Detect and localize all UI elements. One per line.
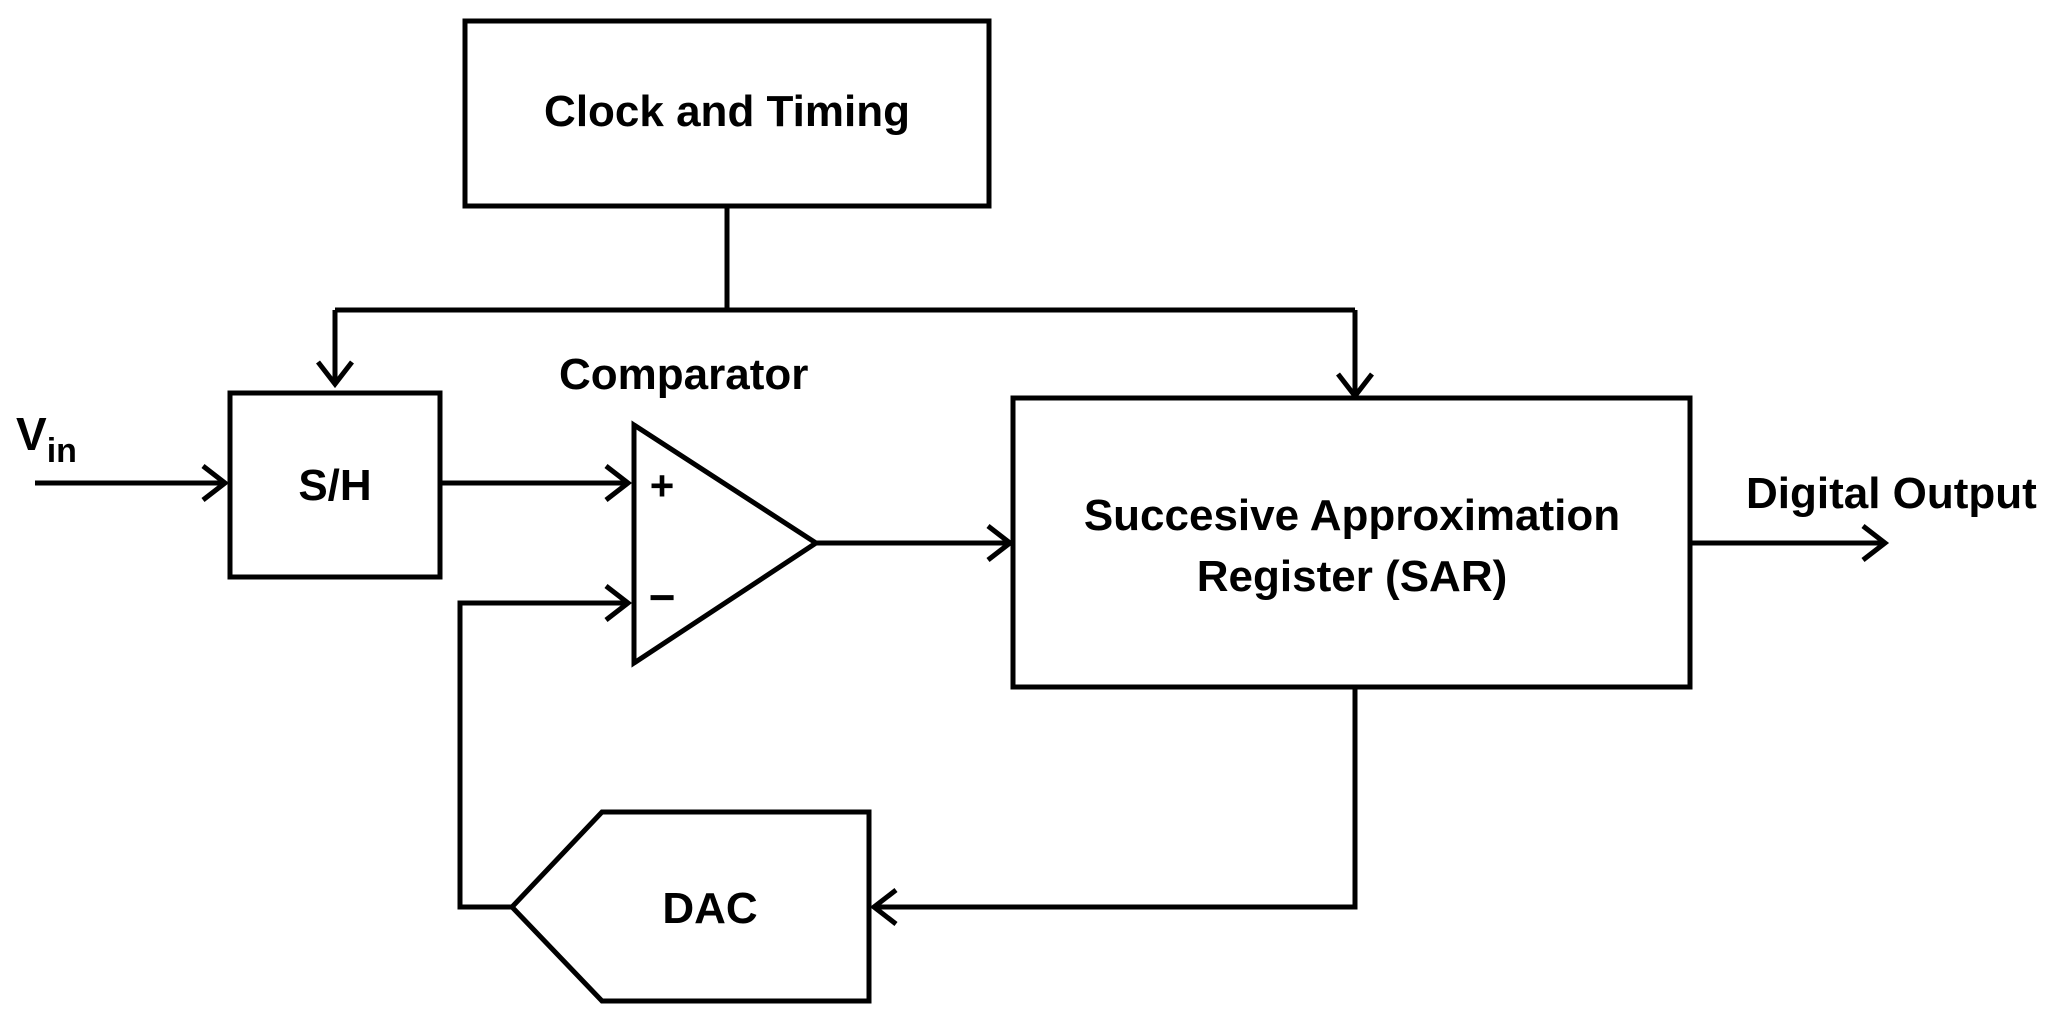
sar-to-dac-wire <box>874 687 1358 910</box>
clock-and-timing-label: Clock and Timing <box>544 87 910 136</box>
sar-label-line2: Register (SAR) <box>1197 552 1508 601</box>
comparator-label: Comparator <box>559 350 808 399</box>
sh-to-comparator-arrow <box>604 464 633 502</box>
digital-output-arrow <box>1861 524 1890 562</box>
comparator-plus-sign: + <box>650 462 675 509</box>
comparator-minus-sign: − <box>649 571 676 623</box>
vin-input-arrow <box>201 464 230 502</box>
digital-output-label: Digital Output <box>1746 469 2037 518</box>
dac-block <box>508 809 872 1004</box>
clock-to-sh-arrow <box>316 360 354 389</box>
sample-hold-label: S/H <box>298 461 371 510</box>
sample-hold-block <box>227 390 443 580</box>
sar-label-line1: Succesive Approximation <box>1084 491 1620 540</box>
sar-block <box>1010 395 1693 690</box>
vin-label: Vin <box>16 408 77 470</box>
dac-feedback-wire <box>457 600 628 910</box>
dac-label: DAC <box>662 884 757 933</box>
comparator-to-sar-arrow <box>986 524 1015 562</box>
clock-and-timing-block <box>462 18 992 209</box>
comparator-symbol <box>631 420 821 668</box>
sar-to-dac-arrow <box>869 888 898 926</box>
dac-feedback-arrow <box>604 584 633 622</box>
